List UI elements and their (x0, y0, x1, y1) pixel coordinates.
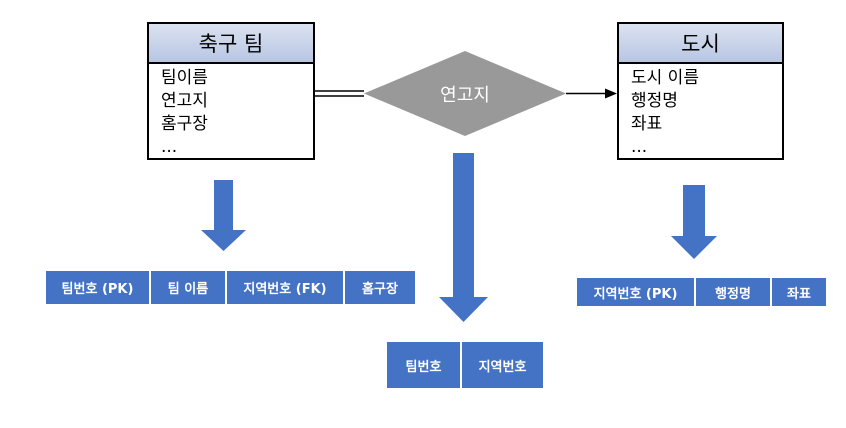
relationship-label: 연고지 (440, 84, 490, 106)
city-table: 지역번호 (PK) 행정명 좌표 (577, 278, 826, 306)
team-attribute: 연고지 (161, 91, 208, 111)
city-attribute: 행정명 (631, 91, 678, 111)
relation-table-column: 지역번호 (462, 342, 543, 388)
team-attribute: 팀이름 (161, 68, 208, 88)
city-table-column: 좌표 (772, 278, 826, 306)
city-attribute-list: 도시 이름 행정명 좌표 ... (619, 64, 782, 159)
relation-table: 팀번호 지역번호 (387, 342, 543, 388)
city-table-column: 지역번호 (PK) (577, 278, 696, 306)
city-table-column: 행정명 (696, 278, 772, 306)
relation-table-column: 팀번호 (387, 342, 462, 388)
city-attribute: 도시 이름 (631, 68, 699, 88)
single-arrow-connector (566, 88, 617, 99)
relationship-diamond (364, 51, 566, 136)
team-table-column: 팀 이름 (151, 271, 227, 304)
team-attribute-list: 팀이름 연고지 홈구장 ... (149, 64, 313, 159)
team-attribute: ... (161, 137, 178, 157)
double-line-connector (315, 90, 364, 97)
team-table: 팀번호 (PK) 팀 이름 지역번호 (FK) 홈구장 (46, 271, 415, 304)
team-entity: 축구 팀 팀이름 연고지 홈구장 ... (147, 22, 315, 160)
team-table-column: 홈구장 (345, 271, 415, 304)
down-arrow-city (671, 185, 717, 259)
down-arrow-team (201, 180, 246, 251)
team-table-column: 팀번호 (PK) (46, 271, 151, 304)
city-entity: 도시 도시 이름 행정명 좌표 ... (617, 22, 784, 160)
city-attribute: 좌표 (631, 114, 663, 134)
team-entity-title: 축구 팀 (149, 24, 313, 64)
team-attribute: 홈구장 (161, 114, 208, 134)
city-attribute: ... (631, 137, 648, 157)
city-entity-title: 도시 (619, 24, 782, 64)
down-arrow-relation (439, 153, 488, 322)
team-table-column: 지역번호 (FK) (227, 271, 345, 304)
